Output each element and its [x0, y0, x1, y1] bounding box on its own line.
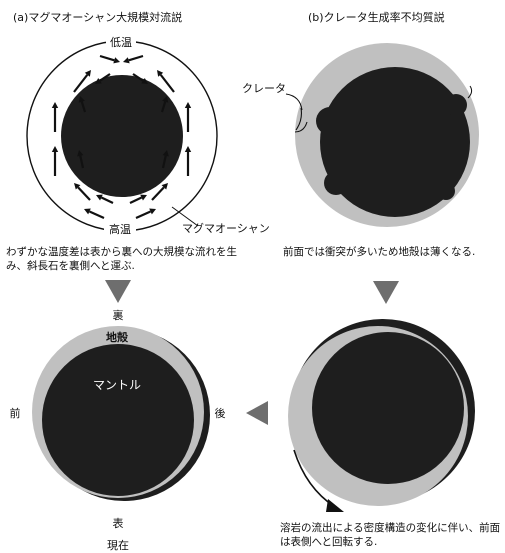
convection-arrow-shaft — [73, 74, 89, 93]
label-crater: クレータ — [242, 82, 286, 95]
convection-arrow-head — [95, 78, 102, 84]
convection-arrow-shaft — [135, 210, 151, 220]
convection-arrow-shaft — [89, 210, 105, 220]
convection-arrow-head — [51, 102, 59, 108]
convection-arrow-shaft — [129, 196, 143, 204]
convection-arrow-head — [77, 150, 84, 157]
convection-arrow-head — [51, 146, 59, 152]
mantle-core-present — [42, 344, 194, 496]
convection-arrow-shaft — [80, 101, 87, 113]
convection-arrow-shaft — [99, 54, 115, 62]
crater-bump-2 — [324, 171, 348, 195]
convection-arrow-shaft — [161, 155, 167, 169]
convection-arrow-head — [140, 194, 147, 201]
convection-arrow-head — [74, 183, 81, 190]
crater-bump-4 — [437, 182, 455, 200]
label-high-temperature: 高温 — [109, 222, 131, 236]
panel-b-title: (b)クレータ生成率不均質説 — [308, 10, 445, 24]
convection-arrow-head — [162, 96, 169, 103]
convection-arrow-head — [78, 96, 85, 103]
convection-arrow-head — [123, 57, 130, 64]
mantle-core-rotation — [312, 332, 464, 484]
magma-ocean-pointer-line — [171, 206, 199, 227]
panel-present: 裏 地殻 マントル 前 後 表 現在 — [10, 308, 226, 552]
rotation-arrowhead — [326, 499, 344, 512]
label-near-side: 表 — [113, 516, 124, 530]
panel-rotation — [288, 319, 475, 512]
convection-arrow-shaft — [99, 73, 111, 82]
crater-bump-1 — [316, 107, 344, 135]
left-arrow — [246, 401, 268, 425]
mantle-core-b — [320, 67, 470, 217]
convection-arrow-shaft — [79, 155, 85, 169]
convection-arrows — [51, 54, 192, 220]
convection-arrow-head — [184, 146, 192, 152]
convection-arrow-head — [84, 70, 91, 77]
convection-arrow-shaft — [160, 101, 167, 113]
convection-arrow-head — [141, 78, 148, 84]
caption-b: 前面では衝突が多いため地殻は薄くなる. — [283, 246, 476, 258]
label-low-temperature: 低温 — [110, 36, 132, 49]
convection-arrow-head — [113, 57, 120, 64]
mantle-core-a — [61, 75, 183, 197]
convection-arrow-head — [161, 183, 168, 190]
down-arrow-right — [373, 281, 399, 304]
crater-bump-3 — [445, 94, 467, 116]
crater-notch-3 — [467, 85, 473, 99]
convection-arrow-shaft — [77, 186, 91, 201]
label-bg-top — [106, 35, 136, 49]
label-present: 現在 — [107, 539, 129, 552]
caption-a: わずかな温度差は表から裏への大規模な流れを生み、斜長石を裏側へと運ぶ. — [6, 246, 237, 272]
label-magma-ocean: マグマオーシャン — [182, 221, 270, 235]
caption-rotation: 溶岩の流出による密度構造の変化に伴い、前面は表側へと回転する. — [280, 522, 501, 548]
label-mantle: マントル — [93, 378, 141, 392]
label-crust: 地殻 — [106, 330, 129, 344]
label-back: 後 — [215, 406, 226, 420]
convection-arrow-shaft — [128, 54, 144, 62]
panel-b: (b)クレータ生成率不均質説 クレータ — [242, 10, 479, 227]
convection-arrow-shaft — [100, 196, 114, 204]
convection-arrow-head — [184, 102, 192, 108]
label-bg-bottom — [104, 222, 136, 236]
convection-arrow-head — [96, 194, 103, 201]
crater-notch-2 — [294, 121, 308, 133]
panel-a-title: (a)マグマオーシャン大規模対流説 — [13, 10, 182, 24]
convection-arrow-shaft — [159, 74, 175, 93]
panel-a: (a)マグマオーシャン大規模対流説 低温 高温 マグマオーシャン — [13, 10, 270, 236]
crater-notch-1 — [295, 107, 302, 131]
convection-arrow-head — [84, 208, 91, 215]
down-arrow-left — [105, 280, 131, 303]
label-front: 前 — [10, 406, 21, 420]
convection-arrow-head — [162, 150, 169, 157]
label-far-side: 裏 — [113, 308, 124, 322]
convection-arrow-head — [157, 70, 164, 77]
crater-pointer-line — [285, 93, 303, 111]
convection-arrow-shaft — [132, 73, 144, 82]
convection-arrow-head — [149, 208, 156, 215]
convection-arrow-shaft — [151, 186, 165, 201]
